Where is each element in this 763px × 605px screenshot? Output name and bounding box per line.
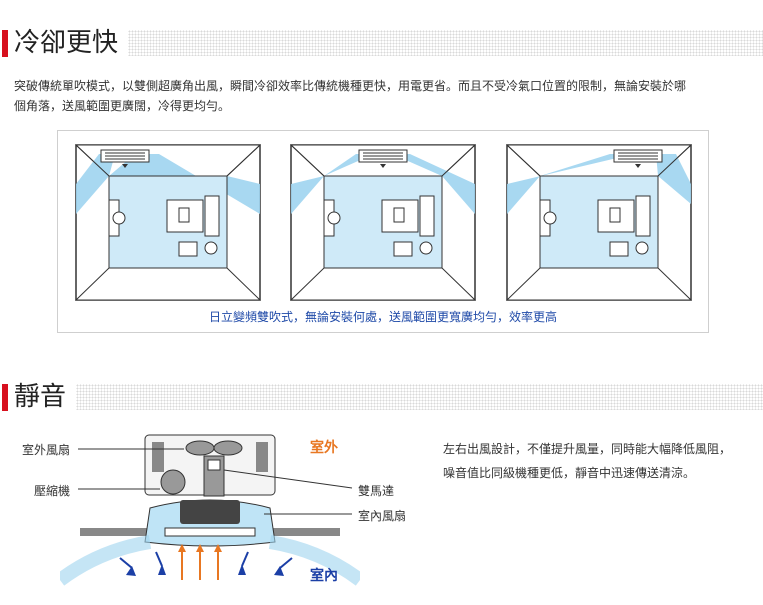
room-airflow-figure: 日立變頻雙吹式，無論安裝何處，送風範圍更寬廣均勻，效率更高 (57, 130, 709, 333)
section-header-cooling: 冷卻更快 (0, 26, 763, 62)
cooling-description: 突破傳統單吹模式，以雙側超廣角出風，瞬間冷卻效率比傳統機種更快，用電更省。而且不… (14, 76, 759, 116)
figure-caption: 日立變頻雙吹式，無論安裝何處，送風範圍更寬廣均勻，效率更高 (208, 310, 557, 324)
room-diagram-3 (506, 144, 692, 301)
section-accent-bar (2, 30, 8, 57)
label-indoor: 室內 (310, 568, 338, 584)
dotted-rule (128, 30, 763, 56)
dotted-rule (76, 384, 763, 410)
label-indoor-fan: 室內風扇 (358, 509, 407, 523)
cooling-description-line1: 突破傳統單吹模式，以雙側超廣角出風，瞬間冷卻效率比傳統機種更快，用電更省。而且不… (14, 79, 687, 93)
quiet-description-line1: 左右出風設計，不僅提升風量，同時能大幅降低風阻， (443, 442, 732, 456)
quiet-description-line2: 噪音值比同級機種更低，靜音中迅速傳送清涼。 (443, 466, 696, 480)
cooling-description-line2: 個角落，送風範圍更廣闊，冷得更均勻。 (14, 99, 231, 113)
label-dual-motor: 雙馬達 (358, 484, 395, 498)
label-compressor: 壓縮機 (34, 484, 71, 498)
section-header-quiet: 靜音 (0, 380, 763, 416)
label-outdoor-fan: 室外風扇 (22, 443, 71, 457)
section-title-quiet: 靜音 (14, 382, 67, 412)
room-diagram-2 (290, 144, 476, 301)
quiet-description: 左右出風設計，不僅提升風量，同時能大幅降低風阻， 噪音值比同級機種更低，靜音中迅… (443, 437, 758, 485)
section-title-cooling: 冷卻更快 (14, 28, 119, 58)
quiet-unit-diagram (60, 434, 360, 586)
label-outdoor: 室外 (310, 440, 338, 456)
room-diagram-1 (75, 144, 261, 301)
section-accent-bar (2, 384, 8, 411)
